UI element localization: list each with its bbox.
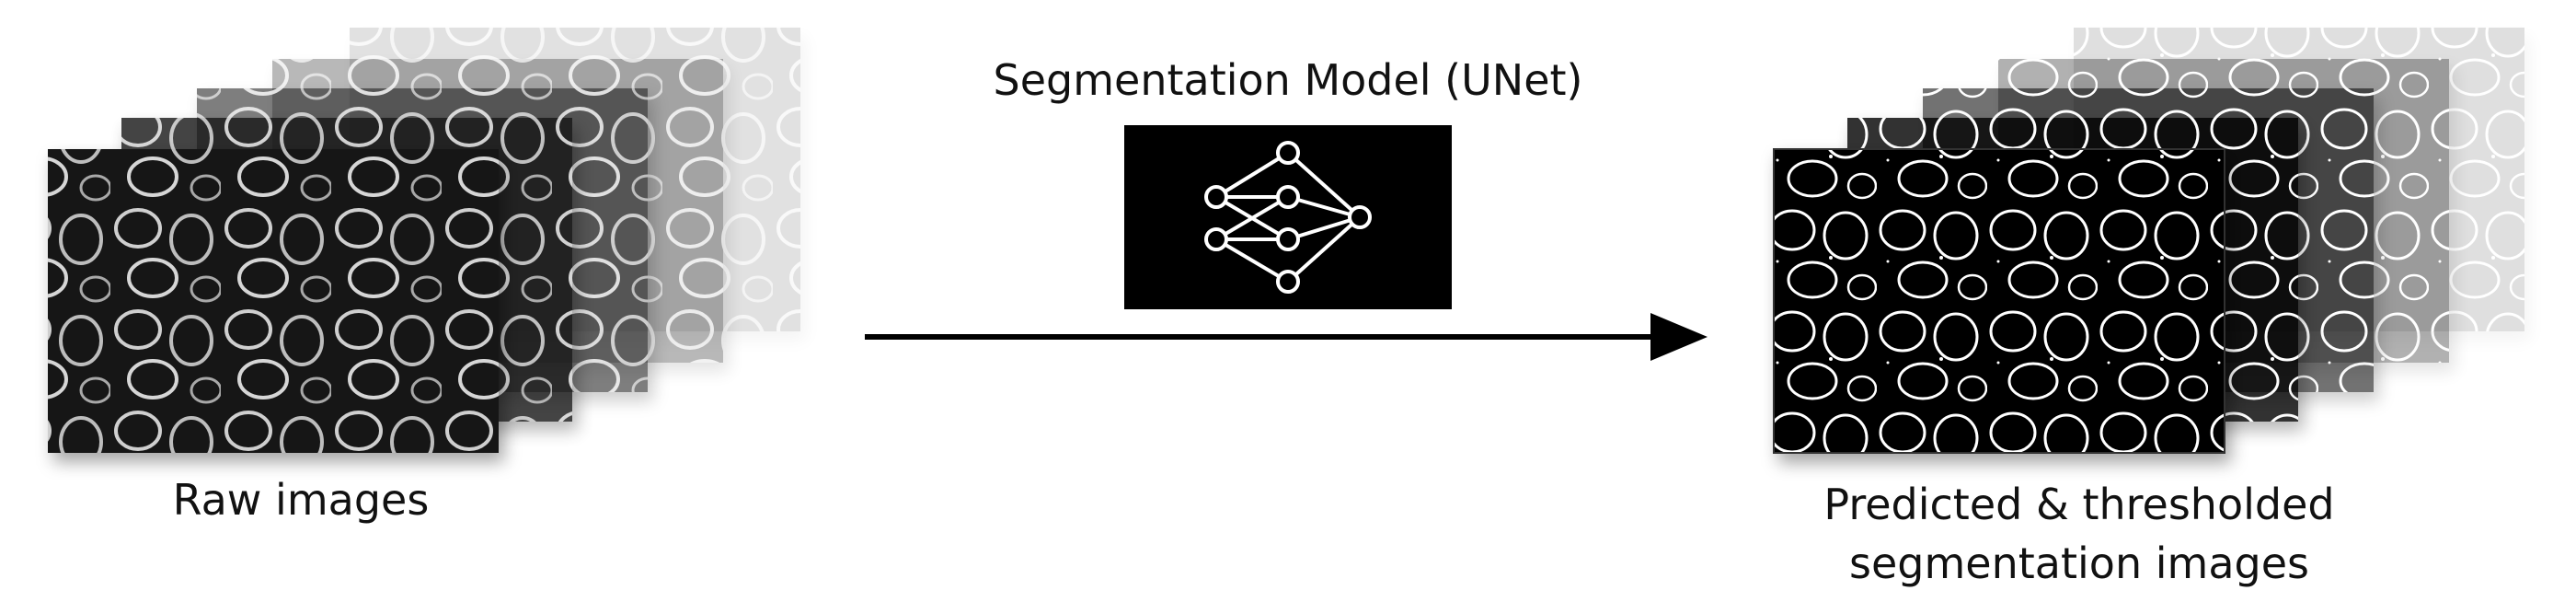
segmentation-label-line-2: segmentation images: [1849, 538, 2309, 588]
neural-network-icon: [1204, 141, 1372, 294]
model-box: [1124, 125, 1452, 309]
raw-image-stack: [48, 28, 800, 453]
arrow-right-icon: [865, 313, 1708, 361]
raw-images-label: Raw images: [172, 475, 430, 525]
segmentation-image-stack: [1773, 28, 2524, 454]
seg-image-layer-1: [1773, 148, 2225, 454]
segmentation-label-line-1: Predicted & thresholded: [1823, 480, 2335, 529]
model-label: Segmentation Model (UNet): [993, 55, 1583, 105]
segmentation-images-label: Predicted & thresholded segmentation ima…: [1730, 475, 2429, 593]
raw-image-layer-1: [48, 149, 499, 453]
